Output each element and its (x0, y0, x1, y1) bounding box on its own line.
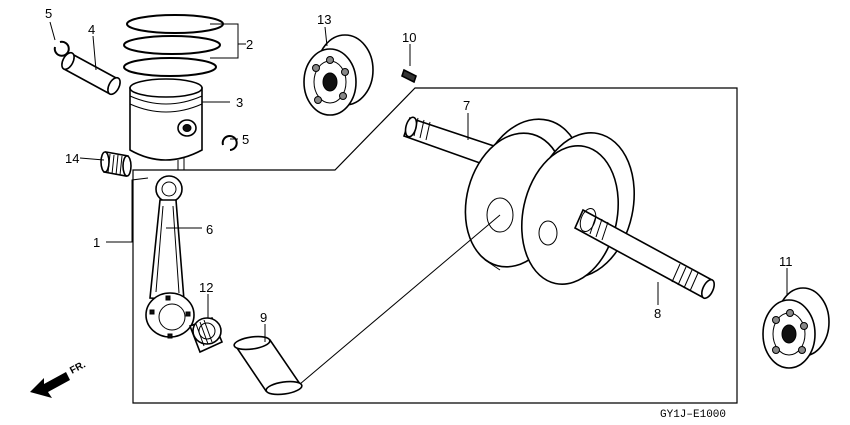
callout-labels: 1 2 3 4 5 5 6 7 8 9 10 11 12 13 14 (45, 6, 793, 325)
needle-bearing-part-14 (100, 151, 132, 177)
forward-arrow-icon: FR. (30, 359, 88, 398)
callout-9: 9 (260, 310, 267, 325)
callout-8: 8 (654, 306, 661, 321)
assembly-frame (132, 87, 738, 404)
callout-7: 7 (463, 98, 470, 113)
callout-14: 14 (65, 151, 79, 166)
piston-pin-part-4 (61, 51, 121, 96)
woodruff-key-part-10 (401, 68, 417, 84)
crankshaft-right-part-8 (520, 132, 715, 300)
callout-12: 12 (199, 280, 213, 295)
connecting-rod-part-1 (145, 175, 195, 339)
circlip-part-5-right (221, 135, 238, 151)
leader-lines (49, 21, 788, 385)
callout-5-right: 5 (242, 132, 249, 147)
ball-bearing-part-13 (303, 34, 374, 116)
piston-part-3 (129, 78, 203, 171)
callout-3: 3 (236, 95, 243, 110)
ball-bearing-part-11 (762, 287, 830, 369)
direction-label: FR. (68, 359, 88, 376)
callout-2: 2 (246, 37, 253, 52)
callout-11: 11 (779, 254, 793, 269)
crank-pin-part-9 (233, 335, 303, 396)
piston-rings-part-2 (123, 14, 224, 77)
callout-10: 10 (402, 30, 416, 45)
needle-bearing-part-12 (188, 316, 224, 354)
callout-6: 6 (206, 222, 213, 237)
callout-4: 4 (88, 22, 95, 37)
callout-1: 1 (93, 235, 100, 250)
callout-5-left: 5 (45, 6, 52, 21)
callout-13: 13 (317, 12, 331, 27)
drawing-code: GY1J–E1000 (660, 409, 726, 421)
